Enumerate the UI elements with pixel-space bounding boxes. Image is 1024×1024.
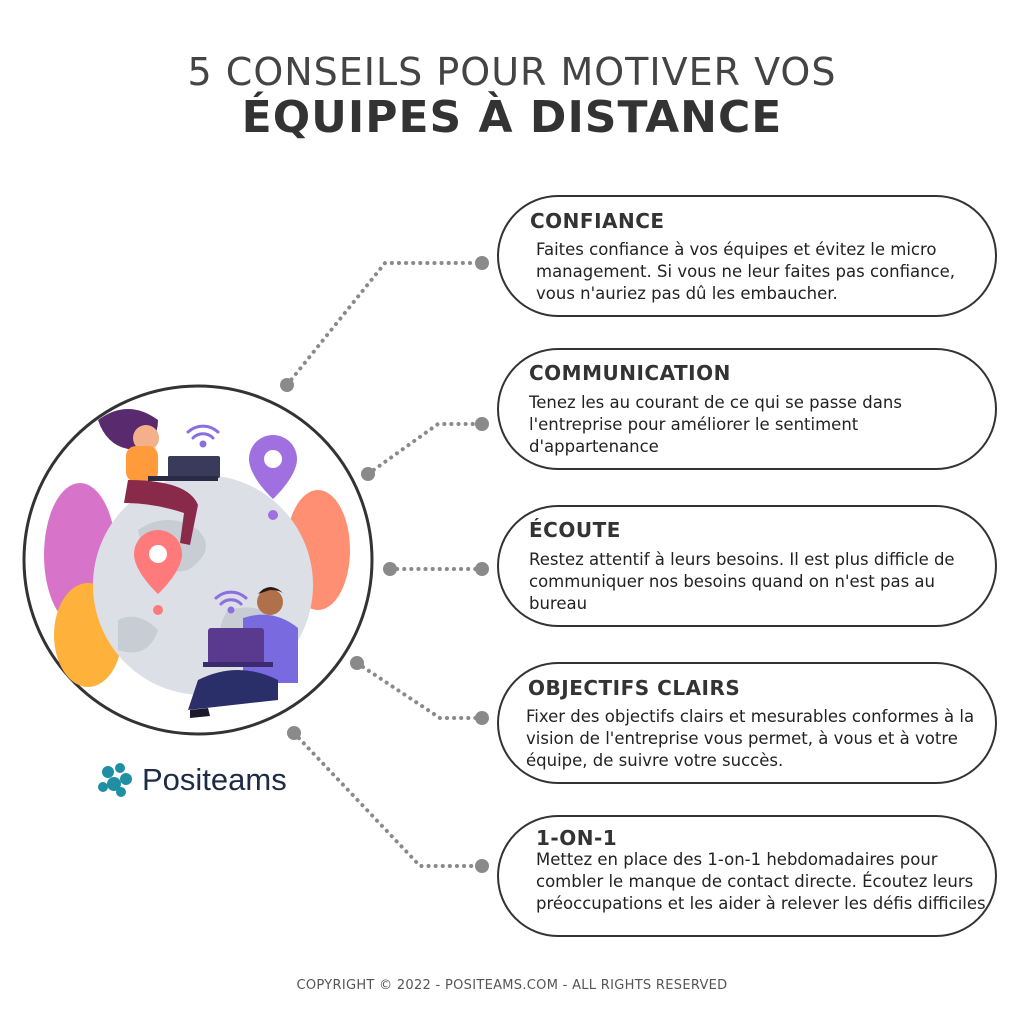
connector-communication (366, 422, 484, 476)
tip-card-objectifs-clairs: OBJECTIFS CLAIRS Fixer des objectifs cla… (497, 662, 997, 784)
tip-card-ecoute: ÉCOUTE Restez attentif à leurs besoins. … (497, 505, 997, 627)
tip-title: CONFIANCE (530, 209, 665, 233)
connector-dot (280, 378, 294, 392)
tip-title: ÉCOUTE (529, 518, 621, 542)
tip-text: Tenez les au courant de ce qui se passe … (529, 393, 902, 456)
tip-card-confiance: CONFIANCE Faites confiance à vos équipes… (497, 195, 997, 317)
tip-text: Faites confiance à vos équipes et évitez… (536, 240, 956, 303)
connector-dot (287, 726, 301, 740)
brand-name: Positeams (142, 762, 287, 797)
connector-dot (475, 562, 489, 576)
location-pin-icon (249, 435, 297, 520)
connector-dot (475, 711, 489, 725)
tip-title: OBJECTIFS CLAIRS (528, 676, 741, 700)
copyright-footer: COPYRIGHT © 2022 - POSITEAMS.COM - ALL R… (296, 978, 728, 993)
tip-card-1on1: 1-ON-1 Mettez en place des 1-on-1 hebdom… (497, 815, 997, 937)
puzzle-cluster-icon (98, 763, 132, 797)
connector-dot (361, 467, 375, 481)
wifi-icon (186, 424, 220, 448)
page-title-line1: 5 CONSEILS POUR MOTIVER VOS (187, 50, 837, 94)
connector-dot (475, 417, 489, 431)
tip-text: Restez attentif à leurs besoins. Il est … (529, 550, 955, 613)
tip-text: Mettez en place des 1-on-1 hebdomadaires… (536, 850, 986, 913)
person-icon (98, 409, 198, 545)
tip-title: 1-ON-1 (536, 826, 618, 850)
connector-dot (350, 656, 364, 670)
tip-title: COMMUNICATION (529, 361, 731, 385)
laptop-icon (148, 456, 220, 481)
connector-confiance (285, 261, 484, 387)
connector-1on1 (292, 731, 484, 868)
remote-work-illustration (22, 384, 374, 736)
connector-dot (475, 859, 489, 873)
connector-dot (475, 256, 489, 270)
tip-card-communication: COMMUNICATION Tenez les au courant de ce… (497, 348, 997, 470)
location-pin-icon (134, 530, 182, 615)
connector-dot (383, 562, 397, 576)
connector-objectifs (355, 661, 484, 720)
wifi-icon (214, 590, 248, 614)
page-title-line2: ÉQUIPES À DISTANCE (241, 92, 783, 143)
tip-text: Fixer des objectifs clairs et mesurables… (526, 707, 975, 770)
laptop-icon (203, 628, 273, 667)
brand-logo: Positeams (96, 762, 287, 798)
